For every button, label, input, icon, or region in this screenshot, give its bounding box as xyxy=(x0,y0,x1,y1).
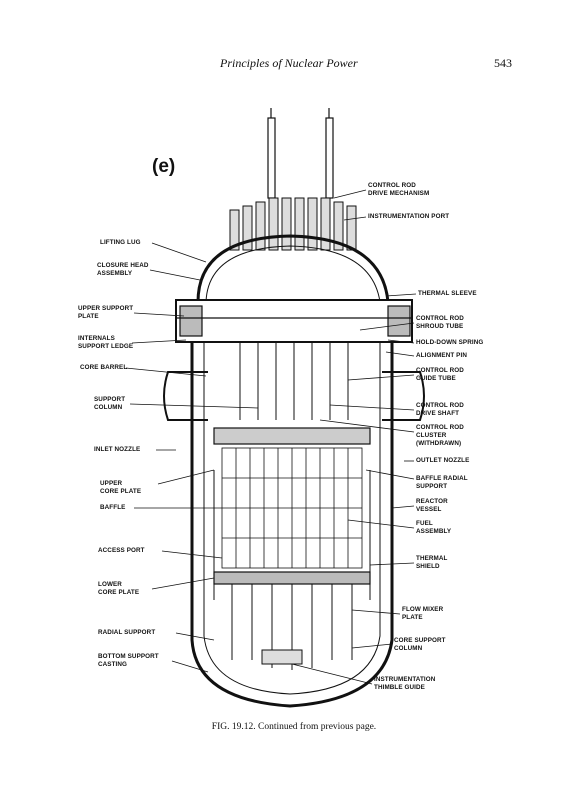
label-instrumentation-thimble-guide: INSTRUMENTATION THIMBLE GUIDE xyxy=(374,676,436,691)
lower-core-plate xyxy=(213,571,371,585)
panel-label: (e) xyxy=(152,156,176,177)
label-core-support-column: CORE SUPPORT COLUMN xyxy=(394,637,446,652)
label-lifting-lug: LIFTING LUG xyxy=(100,239,141,246)
label-outlet-nozzle: OUTLET NOZZLE xyxy=(416,457,470,464)
label-flow-mixer-plate: FLOW MIXER PLATE xyxy=(402,606,444,621)
label-radial-support: RADIAL SUPPORT xyxy=(98,629,156,636)
figure-caption: FIG. 19.12. Continued from previous page… xyxy=(211,722,377,732)
guide-tubes xyxy=(239,342,349,420)
label-closure-head-assembly: CLOSURE HEAD ASSEMBLY xyxy=(97,262,149,277)
label-lower-core-plate: LOWER CORE PLATE xyxy=(98,581,140,596)
label-access-port: ACCESS PORT xyxy=(98,547,145,554)
vessel-flange xyxy=(175,299,413,343)
vessel-shell xyxy=(190,342,394,708)
label-baffle: BAFFLE xyxy=(100,504,126,511)
label-baffle-radial-support: BAFFLE RADIAL SUPPORT xyxy=(416,475,468,490)
label-thermal-shield: THERMAL SHIELD xyxy=(416,555,448,570)
label-control-rod-cluster: CONTROL ROD CLUSTER (WITHDRAWN) xyxy=(416,424,464,447)
label-thermal-sleeve: THERMAL SLEEVE xyxy=(418,290,477,297)
label-core-barrel: CORE BARREL xyxy=(80,364,128,371)
label-control-rod-drive-mechanism: CONTROL ROD DRIVE MECHANISM xyxy=(368,182,430,197)
label-fuel-assembly: FUEL ASSEMBLY xyxy=(416,520,452,535)
upper-core-plate xyxy=(213,427,371,445)
label-inlet-nozzle: INLET NOZZLE xyxy=(94,446,141,453)
label-upper-core-plate: UPPER CORE PLATE xyxy=(100,480,142,495)
label-control-rod-shroud-tube: CONTROL ROD SHROUD TUBE xyxy=(416,315,464,330)
label-instrumentation-port: INSTRUMENTATION PORT xyxy=(368,213,450,220)
drive-mechanism-rods xyxy=(229,108,357,251)
label-bottom-support-casting: BOTTOM SUPPORT CASTING xyxy=(98,653,159,668)
label-support-column: SUPPORT COLUMN xyxy=(94,396,126,411)
label-hold-down-spring: HOLD-DOWN SPRING xyxy=(416,339,484,346)
fuel-assemblies xyxy=(221,447,363,569)
running-head: Principles of Nuclear Power 543 xyxy=(0,56,588,72)
core-support-columns xyxy=(231,584,353,670)
running-title: Principles of Nuclear Power xyxy=(220,56,358,70)
label-reactor-vessel: REACTOR VESSEL xyxy=(416,498,448,513)
closure-head xyxy=(196,234,390,303)
label-upper-support-plate: UPPER SUPPORT PLATE xyxy=(78,305,134,320)
label-control-rod-drive-shaft: CONTROL ROD DRIVE SHAFT xyxy=(416,402,464,417)
inlet-nozzle xyxy=(163,371,208,421)
label-alignment-pin: ALIGNMENT PIN xyxy=(416,352,467,359)
label-internals-support-ledge: INTERNALS SUPPORT LEDGE xyxy=(78,335,134,350)
page-number: 543 xyxy=(494,56,512,70)
leader-lines xyxy=(125,189,417,685)
label-control-rod-guide-tube: CONTROL ROD GUIDE TUBE xyxy=(416,367,464,382)
